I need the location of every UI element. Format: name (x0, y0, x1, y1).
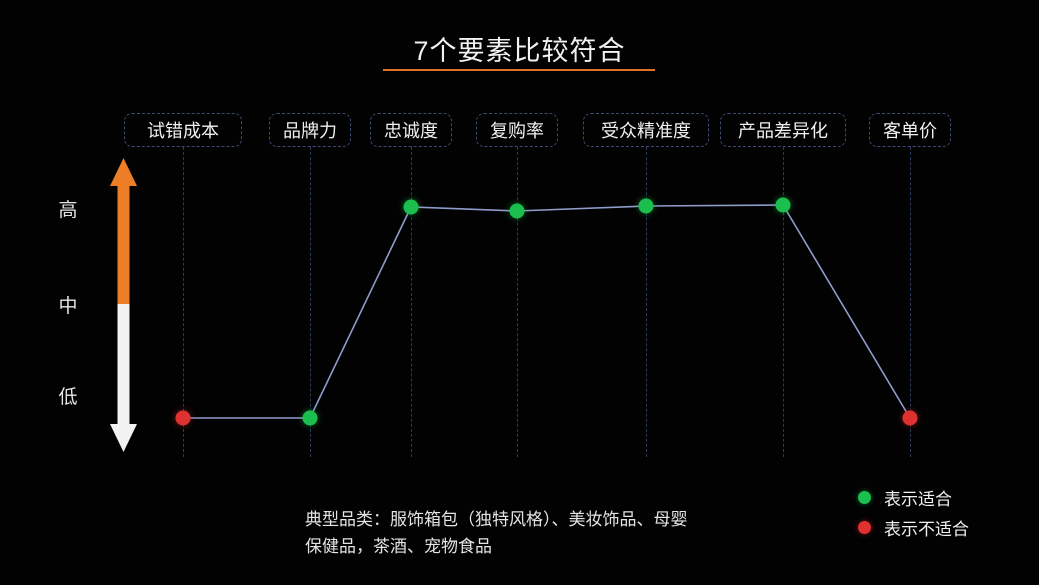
legend-label-bad: 表示不适合 (884, 519, 969, 539)
axis-label-low: 低 (58, 387, 78, 408)
column-header-chip[interactable]: 产品差异化 (720, 113, 846, 147)
title-area: 7个要素比较符合 (0, 34, 1039, 74)
data-point-good[interactable] (775, 197, 791, 213)
column-header-chip[interactable]: 试错成本 (124, 113, 242, 147)
page-title: 7个要素比较符合 (413, 36, 626, 66)
column-header-chip[interactable]: 受众精准度 (583, 113, 709, 147)
column-header-chip[interactable]: 复购率 (476, 113, 558, 147)
column-header-chip[interactable]: 忠诚度 (370, 113, 452, 147)
column-header-chip[interactable]: 品牌力 (269, 113, 351, 147)
column-guide-line (646, 147, 647, 457)
caption-line-1: 典型品类：服饰箱包（独特风格）、美妆饰品、母婴 (305, 510, 688, 529)
legend-item-bad: 表示不适合 (858, 512, 969, 542)
title-underline (383, 69, 655, 71)
caption-line-2: 保健品，茶酒、宠物食品 (305, 537, 492, 556)
vertical-scale-arrow (110, 158, 137, 452)
axis-label-high: 高 (58, 200, 78, 221)
data-point-bad[interactable] (902, 410, 918, 426)
column-guide-line (783, 147, 784, 457)
data-point-good[interactable] (302, 410, 318, 426)
legend-item-good: 表示适合 (858, 482, 969, 512)
data-point-good[interactable] (638, 198, 654, 214)
data-point-good[interactable] (403, 199, 419, 215)
red-dot-icon (858, 520, 871, 534)
axis-label-mid: 中 (58, 296, 78, 317)
legend: 表示适合 表示不适合 (858, 482, 969, 542)
legend-label-good: 表示适合 (884, 489, 952, 509)
column-guide-line (517, 147, 518, 457)
column-header-chip[interactable]: 客单价 (869, 113, 951, 147)
data-point-good[interactable] (509, 203, 525, 219)
green-dot-icon (858, 490, 871, 504)
column-guide-line (411, 147, 412, 457)
data-point-bad[interactable] (175, 410, 191, 426)
caption-block: 典型品类：服饰箱包（独特风格）、美妆饰品、母婴 保健品，茶酒、宠物食品 (305, 506, 775, 560)
